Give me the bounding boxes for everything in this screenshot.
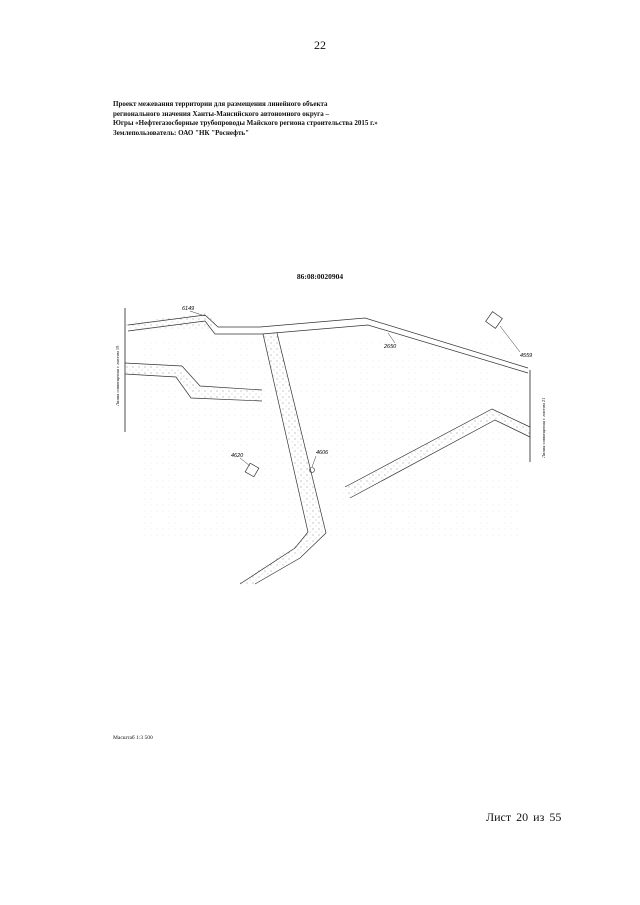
- header-line-2: регионального значения Ханты-Мансийского…: [113, 109, 330, 118]
- pad-marker-4620: [244, 462, 260, 478]
- header-line-1: Проект межевания территории для размещен…: [113, 100, 328, 108]
- right-edge-label: Линия совмещения с листом 21: [541, 397, 546, 458]
- sheet-current: 20: [516, 810, 529, 824]
- leader-4620: [239, 457, 251, 467]
- area-stipple: [140, 340, 520, 540]
- leader-4606: [311, 455, 317, 468]
- pad-marker-4559: [485, 311, 503, 329]
- cadastral-block-label: 86:08:0020904: [296, 272, 344, 281]
- leader-4559: [499, 325, 521, 353]
- map-scale: Масштаб 1:3 500: [113, 735, 153, 741]
- top-pipeline-corridor: [125, 313, 215, 331]
- top-pipeline-edge-2: [127, 320, 529, 374]
- leader-2650: [387, 332, 396, 344]
- sheet-prefix: Лист: [486, 810, 512, 824]
- point-label-4559: 4559: [520, 353, 532, 359]
- page-number: 22: [314, 38, 326, 52]
- document-header: Проект межевания территории для размещен…: [113, 100, 533, 138]
- pad-marker-4606: [309, 467, 315, 473]
- sheet-counter: Лист 20 из 55: [486, 810, 563, 825]
- point-label-4620: 4620: [231, 453, 244, 459]
- leader-6149: [189, 310, 206, 317]
- point-label-6149: 6149: [182, 306, 194, 312]
- left-edge-label: Линия совмещения с листом 19: [115, 345, 120, 406]
- header-line-3: Югры «Нефтегазосборные трубопроводы Майс…: [113, 119, 378, 127]
- top-pipeline-edge-1: [127, 314, 529, 369]
- sheet-total: 55: [549, 810, 562, 824]
- header-line-4: Землепользователь: ОАО "НК "Роснефть": [113, 128, 249, 137]
- point-label-4606: 4606: [316, 450, 329, 456]
- point-label-2650: 2650: [383, 344, 397, 350]
- sheet-of-word: из: [533, 810, 545, 824]
